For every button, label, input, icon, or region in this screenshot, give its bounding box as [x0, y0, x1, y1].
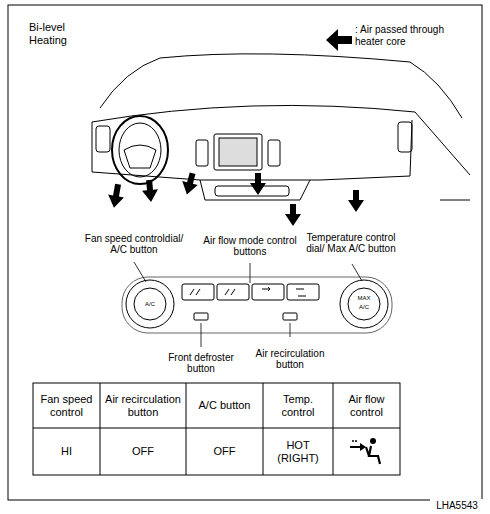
figure-title: Bi-level Heating — [28, 20, 86, 48]
leader-line — [250, 263, 251, 283]
fan-dial-button — [134, 288, 166, 320]
leader-line — [352, 264, 362, 281]
door-line — [440, 200, 470, 201]
air-arrow — [179, 171, 200, 196]
steering-hub — [124, 145, 156, 168]
icon-body — [366, 446, 380, 464]
windshield — [100, 54, 462, 118]
center-vent — [196, 140, 208, 166]
figure-frame — [8, 5, 482, 500]
air-arrow — [348, 190, 364, 212]
air-arrow — [141, 179, 159, 202]
display-glass — [219, 138, 257, 166]
table-rule — [100, 383, 101, 475]
steering-wheel — [112, 116, 168, 184]
dial-marking: A/C — [354, 303, 374, 311]
airflow-icon — [350, 438, 380, 464]
temp-dial — [340, 280, 388, 328]
settings-table — [33, 383, 400, 475]
table-header: Fan speed control — [34, 384, 99, 427]
leader-lines — [134, 262, 362, 347]
callout-label: Temperature control dial/ Max A/C button — [305, 224, 397, 262]
icon-arrow — [350, 446, 360, 448]
table-rule — [263, 383, 264, 475]
table-header: Air flow control — [334, 384, 399, 427]
mode-icons — [190, 287, 306, 296]
control-panel — [122, 277, 392, 333]
side-vent — [398, 122, 412, 152]
center-vent — [268, 140, 280, 166]
leader-line — [201, 323, 202, 347]
table-cell: OFF — [101, 429, 185, 474]
side-vent — [96, 126, 110, 152]
mode-button — [252, 284, 284, 300]
panel-outline — [122, 277, 392, 333]
defroster-button — [194, 313, 208, 320]
dash-top — [92, 105, 470, 175]
mode-button — [287, 284, 319, 300]
figure-code: LHA5543 — [430, 499, 484, 513]
air-arrow — [285, 204, 301, 226]
airflow-arrows — [106, 171, 364, 226]
dashboard — [92, 54, 470, 200]
dial-marking: MAX — [354, 294, 374, 302]
dial-marking: A/C — [140, 300, 160, 308]
recirculation-button — [283, 313, 297, 320]
callout-label: Fan speed controldial/ A/C button — [78, 229, 190, 259]
legend-arrow — [326, 29, 352, 51]
dash-body — [92, 120, 412, 180]
console-controls — [215, 186, 289, 196]
icon-arrow-dash — [352, 440, 358, 442]
steering-wheel-inner — [119, 123, 161, 177]
table-border — [33, 383, 400, 475]
table-rule — [33, 428, 400, 429]
display-screen — [214, 134, 262, 170]
air-arrow — [250, 173, 266, 195]
leader-line — [290, 323, 291, 337]
fan-dial — [126, 280, 174, 328]
callout-label: Air flow mode control buttons — [200, 231, 300, 261]
air-arrow — [106, 183, 126, 209]
table-rule — [333, 383, 334, 475]
table-header: A/C button — [187, 384, 262, 427]
table-cell: OFF — [187, 429, 262, 474]
icon-head — [370, 438, 376, 444]
table-rule — [186, 383, 187, 475]
table-cell: HI — [34, 429, 99, 474]
callout-label: Air recirculation button — [253, 339, 327, 379]
legend-text: : Air passed through heater core — [354, 24, 454, 60]
table-cell: HOT (RIGHT) — [264, 429, 332, 474]
icon-arrowhead — [360, 443, 366, 451]
leader-line — [134, 262, 146, 282]
callout-label: Front defroster button — [153, 349, 249, 377]
temp-dial-button — [348, 288, 380, 320]
table-header: Temp. control — [264, 384, 332, 427]
table-header: Air recirculation button — [101, 384, 185, 427]
